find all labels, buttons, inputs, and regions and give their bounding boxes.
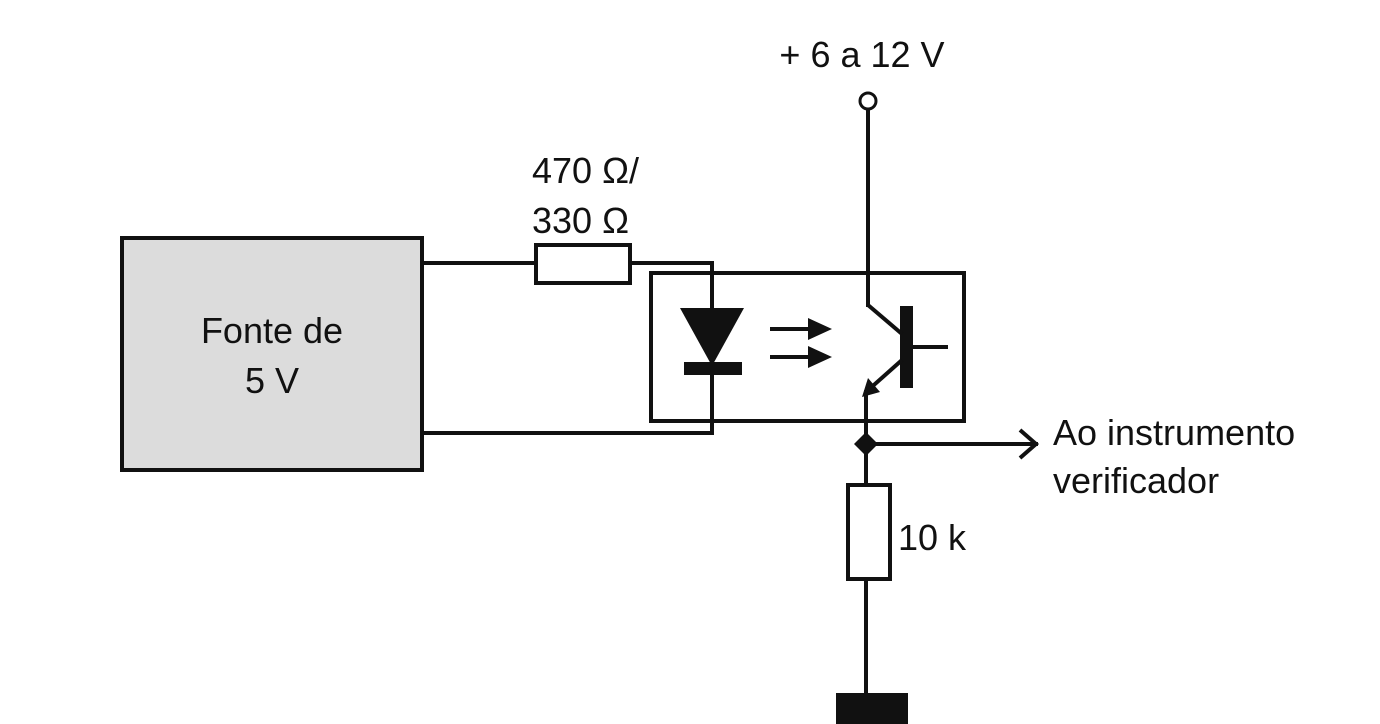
- power-source-block: [120, 236, 424, 472]
- series-resistor: [534, 243, 632, 285]
- source-label-line2: 5 V: [245, 360, 299, 401]
- led-anode-wire: [628, 261, 714, 310]
- series-resistor-label-line1: 470 Ω/: [532, 150, 639, 191]
- supply-terminal: [858, 91, 878, 111]
- load-resistor-label: 10 k: [898, 517, 967, 558]
- output-arrow-icon: [1018, 428, 1040, 460]
- phototransistor-icon: [862, 303, 948, 397]
- output-label-line2: verificador: [1053, 460, 1219, 501]
- light-emission-arrows-icon: [770, 318, 832, 368]
- series-resistor-label-line2: 330 Ω: [532, 200, 629, 241]
- optocoupler-package: [649, 271, 966, 423]
- source-bottom-wire: [420, 373, 714, 435]
- ground-icon: [836, 693, 908, 724]
- supply-label: + 6 a 12 V: [779, 34, 944, 75]
- led-diode-icon: [680, 308, 744, 366]
- source-label-line1: Fonte de: [201, 310, 343, 351]
- led-cathode-bar: [684, 362, 742, 375]
- load-resistor: [846, 483, 892, 581]
- output-label-line1: Ao instrumento: [1053, 412, 1295, 453]
